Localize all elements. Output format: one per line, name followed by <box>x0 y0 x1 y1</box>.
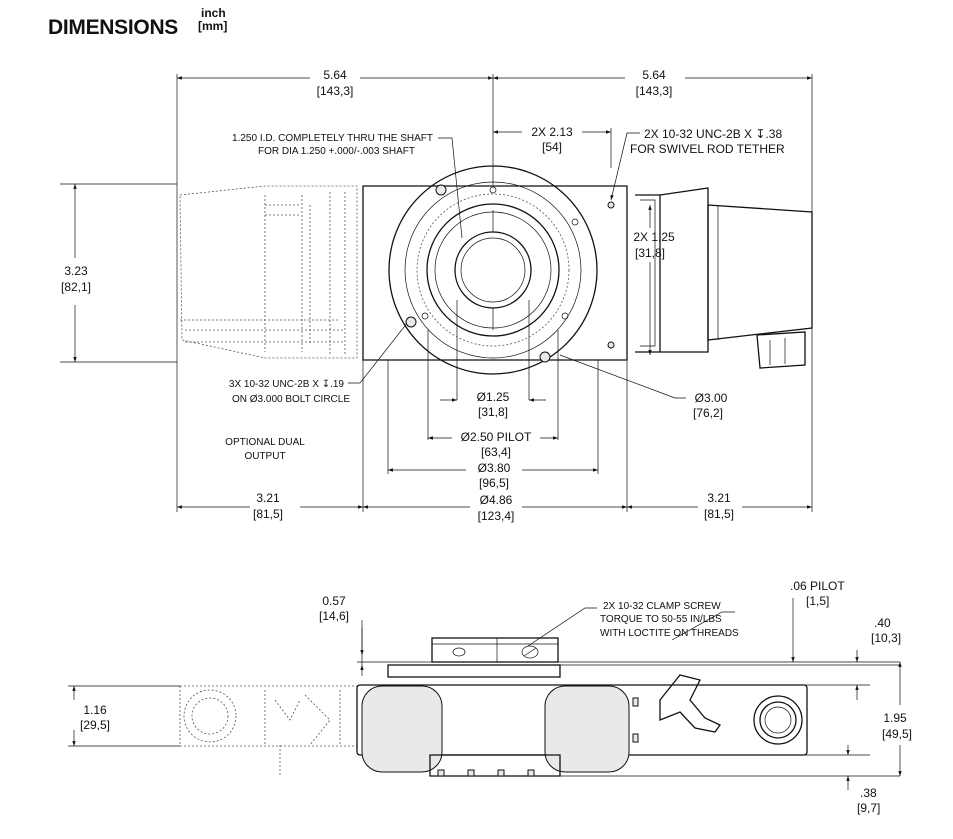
note-shaft-line1: 1.250 I.D. COMPLETELY THRU THE SHAFT <box>232 133 433 144</box>
dim-hole-spacing-mm: [54] <box>542 140 562 154</box>
side-view <box>68 598 902 790</box>
side-extension-lines <box>68 620 900 777</box>
dim-overall-height: 1.95 <box>883 711 907 725</box>
dim-outer-dia: Ø4.86 <box>480 493 513 507</box>
dim-collar-height: 0.57 <box>322 594 346 608</box>
dim-left-ext-mm: [81,5] <box>253 507 283 521</box>
dim-left-width: 5.64 <box>323 68 347 82</box>
note-shaft-line2: FOR DIA 1.250 +.000/-.003 SHAFT <box>258 146 415 157</box>
note-optional-line1: OPTIONAL DUAL <box>225 437 305 448</box>
dim-right-ext-mm: [81,5] <box>704 507 734 521</box>
note-clamp-line2: TORQUE TO 50-55 IN/LBS <box>600 614 722 625</box>
leader-lines <box>348 132 686 399</box>
dim-top-offset-mm: [10,3] <box>871 631 901 645</box>
note-bolt-line1: 3X 10-32 UNC-2B X ↧.19 <box>229 379 345 390</box>
side-dimension-lines <box>72 598 902 790</box>
page-title: DIMENSIONS <box>48 16 179 39</box>
dim-shaft-dia: Ø1.25 <box>477 390 510 404</box>
dim-overall-height-mm: [49,5] <box>882 727 912 741</box>
note-tether-line1: 2X 10-32 UNC-2B X ↧.38 <box>644 127 782 141</box>
unit-mm-label: [mm] <box>198 19 228 33</box>
dim-outer-dia-mm: [123,4] <box>478 509 515 523</box>
dim-height: 3.23 <box>64 264 88 278</box>
dim-left-ext: 3.21 <box>256 491 280 505</box>
note-clamp-line1: 2X 10-32 CLAMP SCREW <box>603 601 721 612</box>
dim-shaft-dia-mm: [31,8] <box>478 405 508 419</box>
dim-output-height: 1.16 <box>83 703 107 717</box>
tether-bracket <box>635 187 813 369</box>
note-optional-line2: OUTPUT <box>244 451 285 462</box>
note-tether-line2: FOR SWIVEL ROD TETHER <box>630 142 785 156</box>
dimension-lines <box>73 76 812 509</box>
dim-collar-height-mm: [14,6] <box>319 609 349 623</box>
dim-body-dia-mm: [96,5] <box>479 476 509 490</box>
dim-right-width-mm: [143,3] <box>636 84 673 98</box>
dim-pilot-dia-mm: [63,4] <box>481 445 511 459</box>
dim-tether-height-mm: [31,8] <box>635 246 665 260</box>
dim-bottom-offset: .38 <box>860 786 877 800</box>
note-clamp-line3: WITH LOCTITE ON THREADS <box>600 628 739 639</box>
dim-height-mm: [82,1] <box>61 280 91 294</box>
dim-pilot: .06 PILOT <box>790 579 845 593</box>
rotary-union-body <box>362 165 628 375</box>
dim-bottom-offset-mm: [9,7] <box>857 801 880 815</box>
dim-hole-spacing: 2X 2.13 <box>531 125 573 139</box>
dim-bolt-circle-dia-mm: [76,2] <box>693 406 723 420</box>
dim-pilot-mm: [1,5] <box>806 594 829 608</box>
optional-dual-output <box>179 185 358 359</box>
top-view <box>60 74 813 512</box>
clamp-collar <box>431 637 559 663</box>
side-optional-output <box>179 685 358 775</box>
dim-pilot-dia: Ø2.50 PILOT <box>461 430 532 444</box>
dim-top-offset: .40 <box>874 616 891 630</box>
dim-left-width-mm: [143,3] <box>317 84 354 98</box>
dim-tether-height: 2X 1.25 <box>633 230 675 244</box>
dim-output-height-mm: [29,5] <box>80 718 110 732</box>
side-view-labels: 0.57 [14,6] .06 PILOT [1,5] .40 [10,3] 1… <box>80 579 912 815</box>
dim-right-width: 5.64 <box>642 68 666 82</box>
dim-body-dia: Ø3.80 <box>478 461 511 475</box>
top-view-labels: 5.64 [143,3] 5.64 [143,3] 2X 2.13 [54] 3… <box>61 68 785 523</box>
dim-bolt-circle-dia: Ø3.00 <box>695 391 728 405</box>
note-bolt-line2: ON Ø3.000 BOLT CIRCLE <box>232 394 350 405</box>
unit-inch-label: inch <box>201 6 226 20</box>
dim-right-ext: 3.21 <box>707 491 731 505</box>
side-body <box>356 664 808 777</box>
